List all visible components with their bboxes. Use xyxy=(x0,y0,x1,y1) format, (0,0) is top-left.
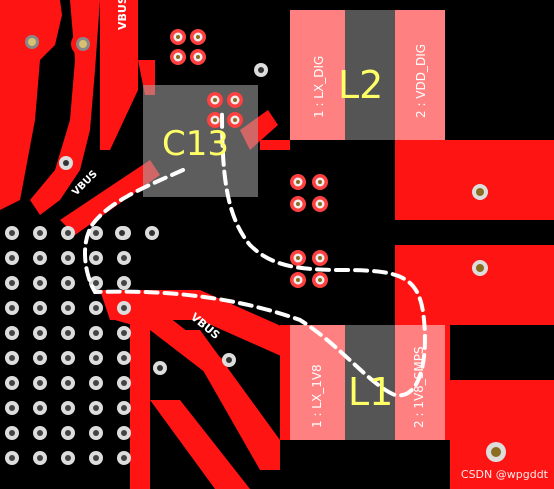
l1-pad-1-label: 1 : LX_1V8 xyxy=(310,364,324,428)
vbus-top-label: VBUS xyxy=(116,0,129,30)
gap-right xyxy=(395,220,554,245)
copper-pour-bottom-right xyxy=(450,380,554,489)
via-white-5 xyxy=(153,361,167,375)
via-top-center xyxy=(71,32,95,56)
copper-trace-bottom-2 xyxy=(150,400,250,489)
l1-pad-2 xyxy=(395,325,445,440)
via-top-left xyxy=(20,30,44,54)
via-white-4 xyxy=(145,226,159,240)
l2-pad-2-label: 2 : VDD_DIG xyxy=(414,44,428,118)
l2-pad-2 xyxy=(395,10,445,140)
via-white-1 xyxy=(254,63,268,77)
l1-pad-2-label: 2 : 1V8_SMPS xyxy=(412,346,426,428)
c13-label: C13 xyxy=(162,124,229,164)
via-white-3 xyxy=(115,226,129,240)
copper-trace-vbus-bend xyxy=(100,60,138,150)
l2-label: L2 xyxy=(338,63,383,107)
l1-core xyxy=(345,325,395,440)
via-cluster-top xyxy=(170,29,206,65)
via-white-6 xyxy=(222,353,236,367)
copper-trace-bottom-1 xyxy=(130,320,150,489)
copper-pour-top-left xyxy=(0,0,62,60)
l1-pad-1 xyxy=(290,325,345,440)
via-bottom-right xyxy=(486,442,506,462)
via-cluster-mid-2 xyxy=(290,250,328,288)
via-white-2 xyxy=(59,156,73,170)
l2-core xyxy=(345,10,395,140)
copper-pour-left-edge xyxy=(0,60,40,210)
copper-trace-thin-1 xyxy=(260,140,290,150)
current-loop-path xyxy=(83,108,427,398)
via-cluster-mid-1 xyxy=(290,174,328,212)
vias xyxy=(20,29,506,462)
copper-trace-bottom-3 xyxy=(180,330,280,470)
copper-trace-left-to-c13 xyxy=(60,160,160,235)
via-cluster-c13 xyxy=(207,92,243,128)
via-right-2 xyxy=(466,254,494,282)
l1-label: L1 xyxy=(348,370,393,414)
watermark-text: CSDN @wpgddt xyxy=(460,468,548,481)
l2-pad-1-label: 1 : LX_DIG xyxy=(312,56,326,118)
via-right-1 xyxy=(466,178,494,206)
bga-grid xyxy=(5,226,131,465)
copper-trace-vbus-top xyxy=(100,0,138,60)
l2-pad-1 xyxy=(290,10,345,140)
